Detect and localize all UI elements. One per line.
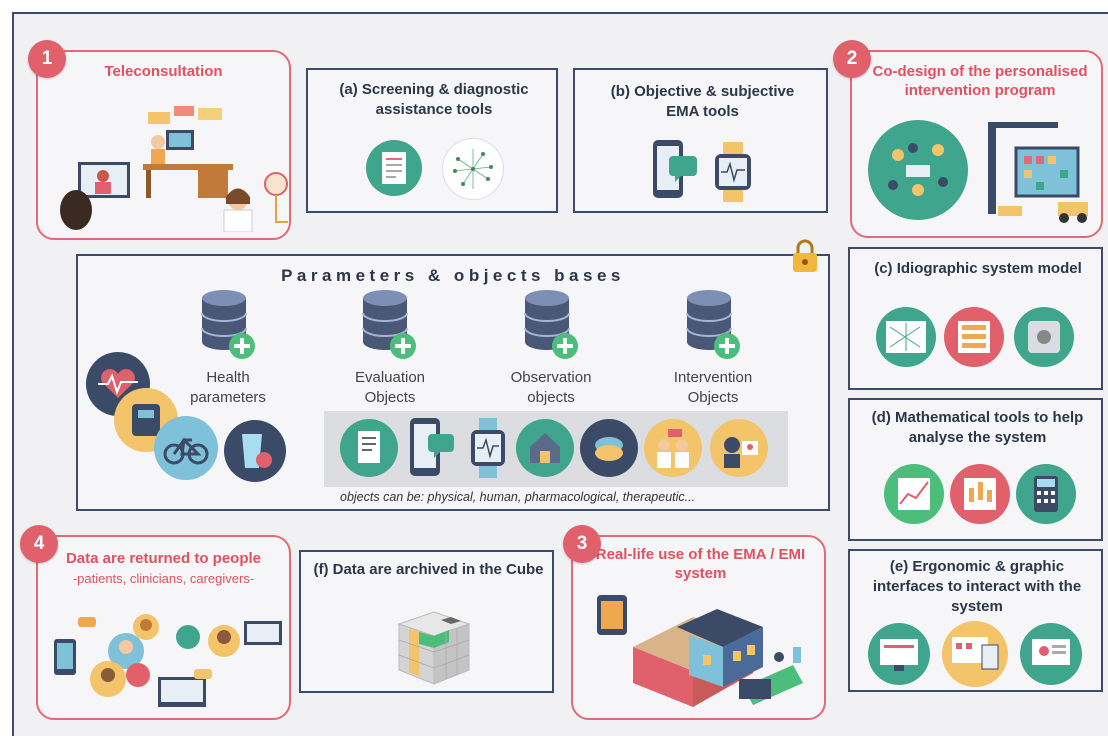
box-title: (d) Mathematical tools to help analyse t… <box>871 409 1084 446</box>
database-icon <box>362 290 416 359</box>
parameters-objects-bases-panel: Parameters & objects bases Health parame… <box>76 239 830 511</box>
step-1-badge: 1 <box>28 40 66 78</box>
step-3-badge: 3 <box>563 525 601 563</box>
clipboard-object-icon <box>340 419 398 477</box>
box-real-life-use: Real-life use of the EMA / EMI system <box>571 535 826 720</box>
therapist-icon <box>710 419 768 477</box>
box-mathematical-tools: (d) Mathematical tools to help analyse t… <box>848 398 1103 541</box>
co-design-meeting-illustration <box>868 120 968 220</box>
teleconsultation-illustration <box>60 106 288 232</box>
objects-caption: objects can be: physical, human, pharmac… <box>340 490 696 504</box>
data-cube-icon <box>397 611 471 685</box>
bicycle-icon <box>154 416 218 480</box>
step-2-badge: 2 <box>833 40 871 78</box>
candlestick-chart-icon <box>950 464 1010 524</box>
lock-icon <box>793 239 817 272</box>
smart-house-illustration <box>597 595 803 707</box>
box-data-returned: Data are returned to people -patients, c… <box>36 535 291 720</box>
pills-icon <box>580 419 638 477</box>
evaluation-objects-label: Evaluation Objects <box>354 369 426 406</box>
smartphone-chat-icon <box>653 140 697 198</box>
smartwatch-icon <box>715 142 751 202</box>
desktop-interface-icon <box>868 623 930 685</box>
weight-scale-icon <box>114 388 178 452</box>
smart-home-icon <box>516 419 574 477</box>
device-icon <box>1014 307 1074 367</box>
database-icon <box>686 290 740 359</box>
water-glass-icon <box>224 420 286 482</box>
database-icon <box>524 290 578 359</box>
observation-objects-label: Observation objects <box>510 369 592 406</box>
box-subtitle: -patients, clinicians, caregivers- <box>72 571 255 586</box>
system-map-icon <box>876 307 936 367</box>
box-teleconsultation: Teleconsultation <box>36 50 291 240</box>
box-title: (b) Objective & subjective EMA tools <box>610 83 795 120</box>
box-title: Teleconsultation <box>104 63 223 80</box>
line-chart-icon <box>884 464 944 524</box>
box-ema-tools: (b) Objective & subjective EMA tools <box>573 68 828 213</box>
box-idiographic-model: (c) Idiographic system model <box>848 247 1103 390</box>
clipboard-icon <box>366 140 422 196</box>
construction-illustration <box>988 122 1088 223</box>
calculator-icon <box>1016 464 1076 524</box>
clinicians-icon <box>644 419 702 477</box>
database-icon <box>201 290 255 359</box>
video-interface-icon <box>1020 623 1082 685</box>
box-title: (f) Data are archived in the Cube <box>313 561 544 578</box>
health-parameters-label: Health parameters <box>190 369 266 406</box>
box-title: Data are returned to people <box>65 550 262 567</box>
step-4-badge: 4 <box>20 525 58 563</box>
box-title: Co-design of the personalised interventi… <box>872 63 1088 99</box>
model-list-icon <box>944 307 1004 367</box>
box-ergonomic-interfaces: (e) Ergonomic & graphic interfaces to in… <box>848 549 1103 692</box>
box-title: Real-life use of the EMA / EMI system <box>595 546 806 582</box>
box-title: (a) Screening & diagnostic assistance to… <box>339 81 529 118</box>
box-screening-tools: (a) Screening & diagnostic assistance to… <box>306 68 558 213</box>
intervention-objects-label: Intervention Objects <box>673 369 753 406</box>
network-graph-icon <box>442 138 504 200</box>
box-data-cube: (f) Data are archived in the Cube <box>299 550 554 693</box>
smartphone-chat-icon <box>410 418 454 476</box>
panel-title: Parameters & objects bases <box>281 266 625 285</box>
people-network-illustration <box>54 614 282 707</box>
multi-device-interface-icon <box>942 621 1008 687</box>
box-co-design: Co-design of the personalised interventi… <box>850 50 1103 238</box>
smartwatch-icon <box>471 418 505 478</box>
box-title: (c) Idiographic system model <box>874 260 1082 277</box>
box-title: (e) Ergonomic & graphic interfaces to in… <box>872 558 1082 615</box>
